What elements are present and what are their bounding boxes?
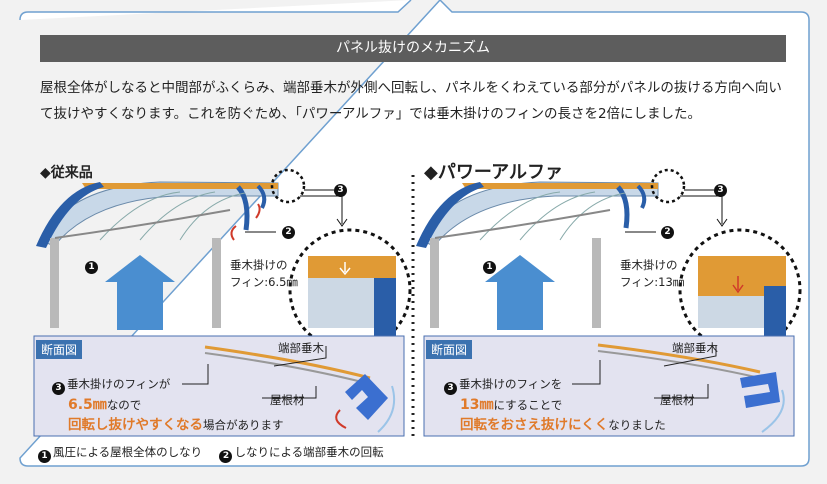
right-post-left bbox=[430, 238, 439, 328]
left-note-line3: 回転し抜けやすくなる場合があります bbox=[68, 413, 284, 433]
left-title: ◆従来品 bbox=[40, 165, 93, 181]
left-diagram bbox=[36, 168, 412, 352]
left-fin-label-1: 垂木掛けの bbox=[230, 258, 288, 272]
marker-3-right: 3 bbox=[714, 184, 727, 197]
section-header: パネル抜けのメカニズム bbox=[40, 35, 786, 62]
left-section-tag: 断面図 bbox=[36, 340, 83, 359]
right-note-value: 13㎜ bbox=[460, 397, 494, 413]
left-note-text1: 垂木掛けのフィンが bbox=[67, 377, 171, 391]
right-note-line3: 回転をおさえ抜けにくくなりました bbox=[460, 413, 666, 433]
right-roof-material-label: 屋根材 bbox=[660, 393, 695, 407]
marker-1-left: 1 bbox=[85, 261, 98, 274]
left-post-left bbox=[50, 238, 59, 328]
footer-item-1: 風圧による屋根全体のしなり bbox=[53, 445, 203, 459]
footer-item-2: しなりによる端部垂木の回転 bbox=[234, 445, 384, 459]
right-section-tag: 断面図 bbox=[426, 340, 473, 359]
footer-marker-1: 1 bbox=[38, 450, 51, 463]
right-fin-label-2: フィン:13㎜ bbox=[620, 275, 685, 289]
right-post-right bbox=[592, 238, 601, 328]
left-detail-circle-small bbox=[270, 168, 306, 204]
left-note-emph: 回転し抜けやすくなる bbox=[68, 417, 203, 433]
left-note-suffix3: 場合があります bbox=[203, 418, 284, 432]
left-roof-top bbox=[82, 183, 278, 189]
right-wind-arrow bbox=[485, 255, 555, 330]
right-roof-edge bbox=[416, 182, 484, 248]
right-detail-circle-small bbox=[650, 168, 686, 204]
right-note-line2: 13㎜にすることで bbox=[460, 394, 562, 414]
description-text: 屋根全体がしなると中間部がふくらみ、端部垂木が外側へ回転し、パネルをくわえている… bbox=[40, 80, 782, 122]
left-wind-arrow bbox=[105, 255, 175, 330]
left-end-rafter-label: 端部垂木 bbox=[278, 341, 324, 355]
left-note-suffix2: なので bbox=[106, 398, 142, 412]
right-title: ◆パワーアルファ bbox=[424, 162, 563, 183]
marker-2-left: 2 bbox=[282, 226, 295, 239]
right-note-emph: 回転をおさえ抜けにくく bbox=[460, 417, 609, 433]
right-roof-top bbox=[462, 183, 658, 189]
left-roof-material-label: 屋根材 bbox=[270, 393, 305, 407]
marker-3-inline-left: 3 bbox=[52, 382, 65, 395]
right-section-rafter bbox=[740, 372, 780, 408]
left-section-box bbox=[33, 335, 405, 437]
left-fin-label-2: フィン:6.5㎜ bbox=[230, 275, 298, 289]
right-diagram bbox=[416, 168, 802, 352]
right-note-text1: 垂木掛けのフィンを bbox=[459, 377, 563, 391]
left-post-right bbox=[212, 238, 221, 328]
left-roof-edge bbox=[36, 182, 104, 248]
left-note-line2: 6.5㎜なので bbox=[68, 394, 141, 414]
right-note-suffix2: にすることで bbox=[493, 398, 563, 412]
footer-marker-2: 2 bbox=[219, 450, 233, 463]
right-section-box bbox=[423, 335, 795, 437]
marker-2-right: 2 bbox=[661, 226, 674, 239]
left-note-value: 6.5㎜ bbox=[68, 397, 107, 413]
left-section-rafter bbox=[345, 374, 388, 420]
right-fin-label-1: 垂木掛けの bbox=[620, 258, 678, 272]
right-end-rafter-label: 端部垂木 bbox=[672, 341, 718, 355]
marker-1-right: 1 bbox=[483, 261, 496, 274]
right-note-suffix3: なりました bbox=[608, 418, 666, 432]
marker-3-left: 3 bbox=[334, 184, 347, 197]
marker-3-inline-right: 3 bbox=[444, 382, 457, 395]
